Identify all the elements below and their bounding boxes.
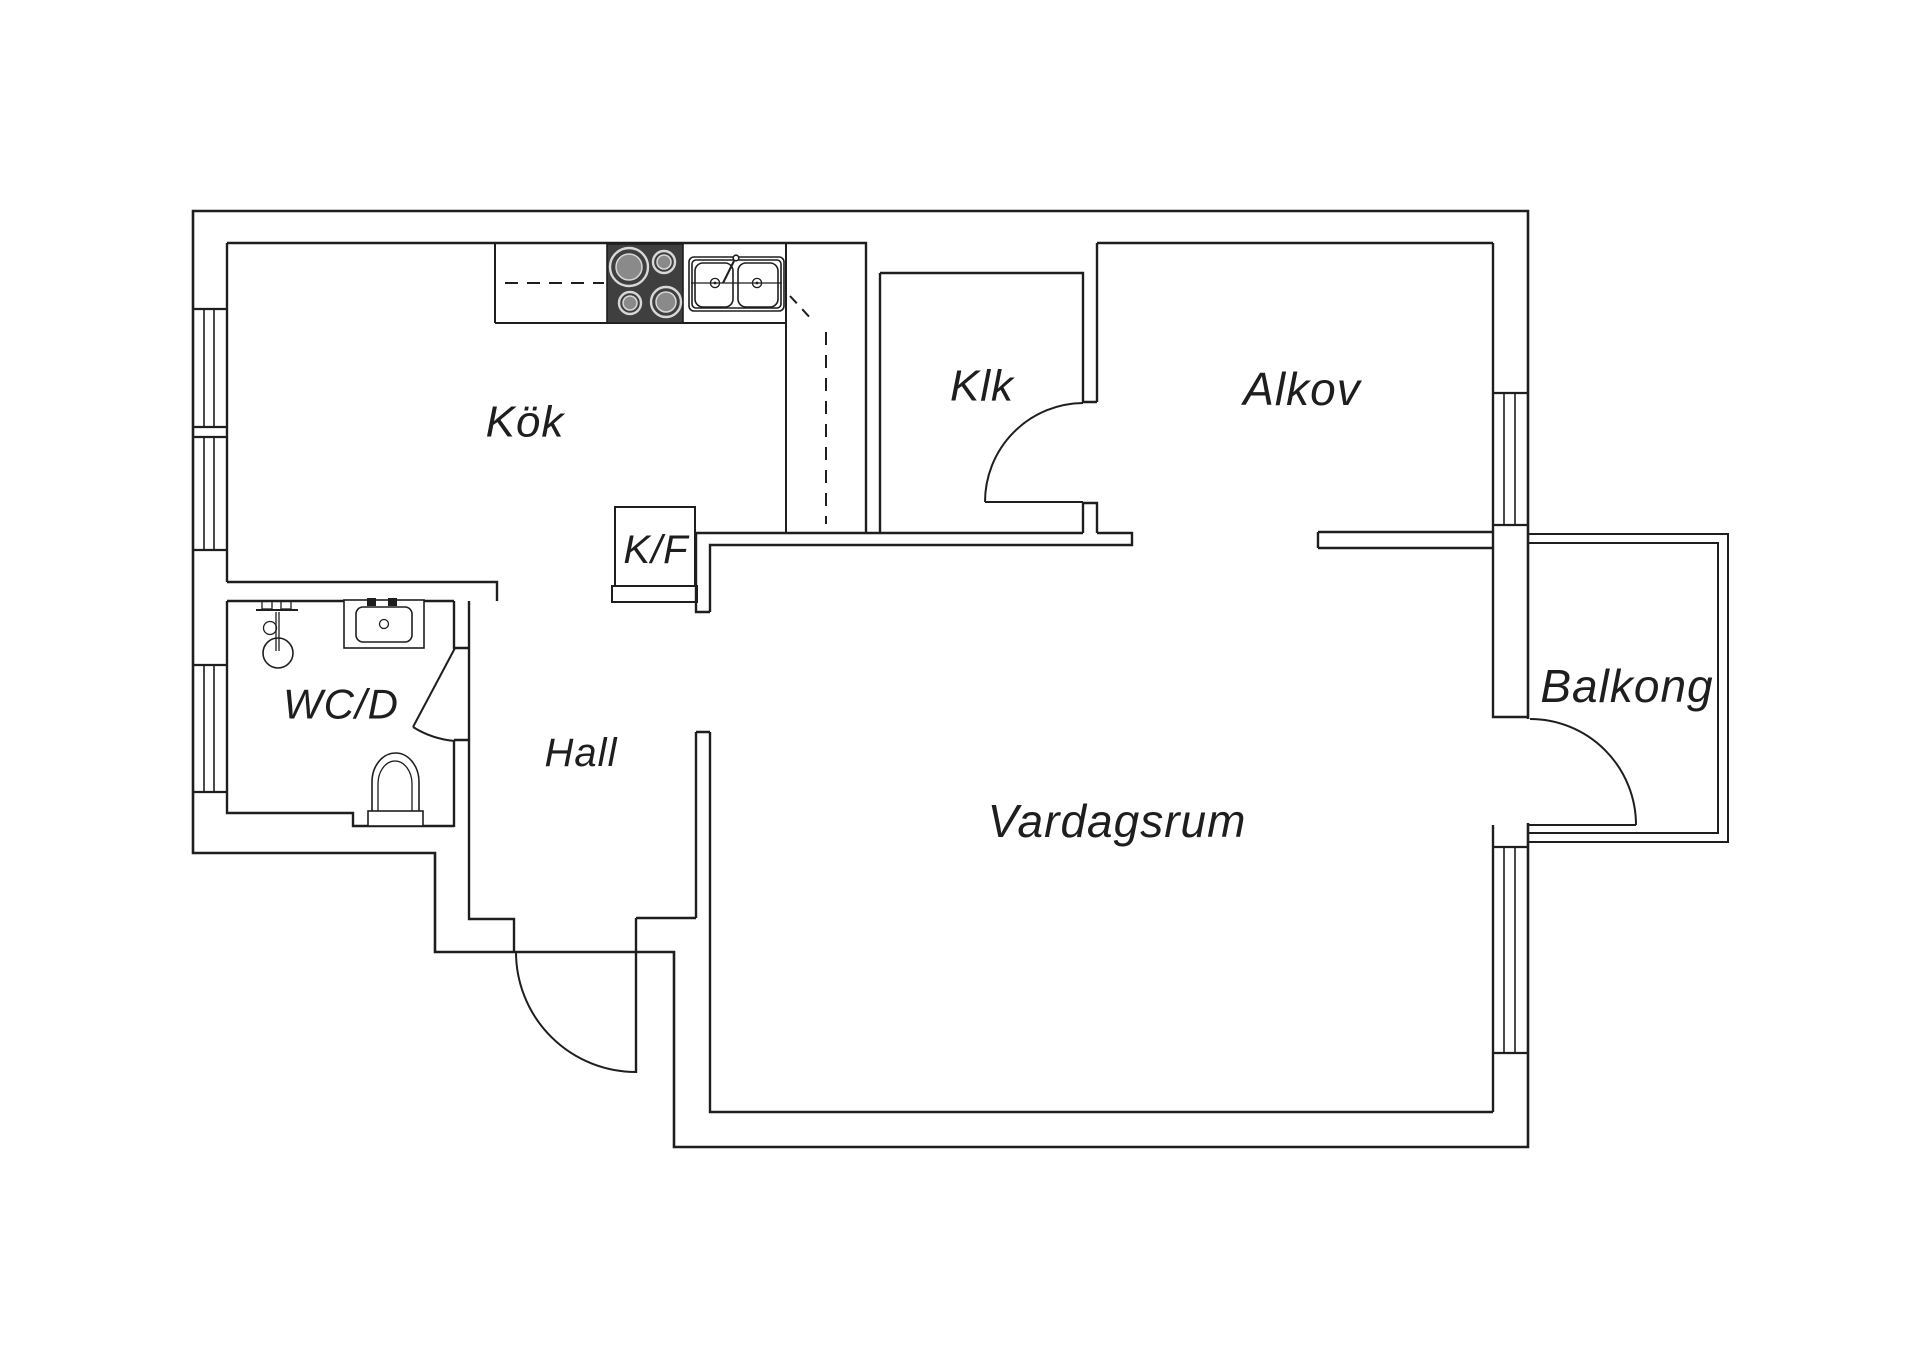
room-label-hall: Hall bbox=[545, 731, 618, 775]
door-klk bbox=[984, 402, 1084, 503]
balcony-railing bbox=[1528, 533, 1729, 843]
wc-washbasin bbox=[343, 598, 425, 649]
window-vardagsrum bbox=[1493, 845, 1528, 1055]
wc-pedestal-sink bbox=[256, 600, 298, 669]
exterior-walls bbox=[191, 209, 1530, 1149]
room-label-vardagsrum: Vardagsrum bbox=[988, 795, 1247, 847]
stove bbox=[606, 243, 684, 324]
window-kitchen-lower bbox=[193, 435, 227, 552]
counter-dashed-cabinet-line bbox=[505, 282, 827, 524]
window-kitchen-upper bbox=[193, 307, 227, 429]
room-label-kok: Kök bbox=[486, 398, 566, 447]
wc-toilet bbox=[367, 752, 424, 827]
room-label-balkong: Balkong bbox=[1540, 660, 1713, 712]
door-wcd bbox=[412, 647, 456, 742]
window-alkov bbox=[1493, 391, 1528, 527]
fridge-freezer bbox=[611, 506, 698, 603]
room-label-klk: Klk bbox=[950, 362, 1015, 411]
door-balcony bbox=[1528, 718, 1637, 826]
kitchen-sink bbox=[688, 254, 785, 312]
room-label-wcd: WC/D bbox=[283, 681, 399, 728]
window-wcd bbox=[193, 663, 227, 794]
door-entry bbox=[515, 951, 637, 1073]
room-label-alkov: Alkov bbox=[1240, 363, 1362, 415]
interior-walls bbox=[225, 241, 1528, 1114]
label-fridge-freezer: K/F bbox=[623, 528, 690, 572]
